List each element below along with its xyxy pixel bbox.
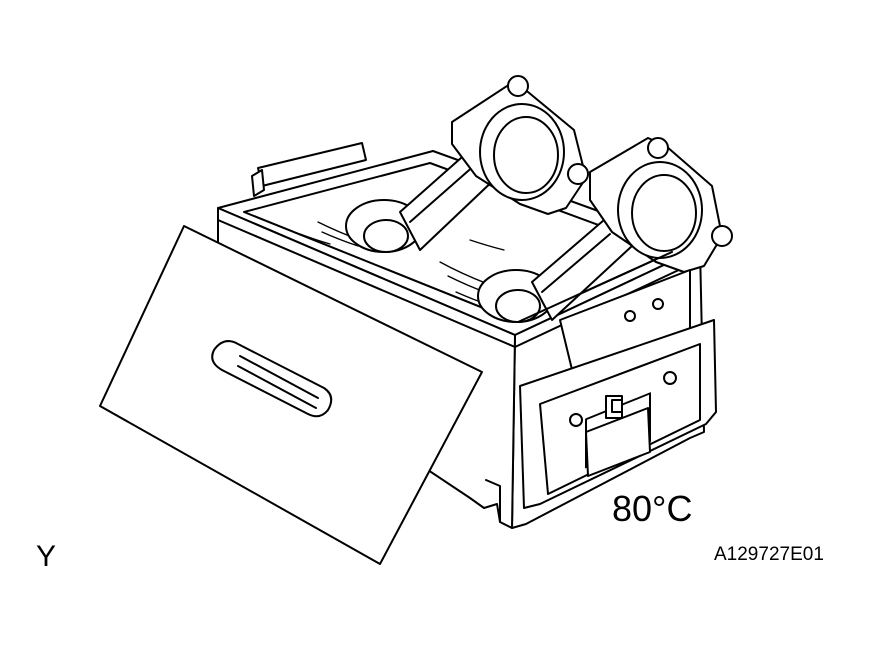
view-marker-label: Y (36, 540, 57, 573)
connecting-rod-left (345, 75, 589, 253)
figure-code-label: A129727E01 (714, 544, 824, 565)
tank-front-rim (517, 251, 673, 323)
tank-rear-handle (251, 142, 367, 197)
temperature-label: 80°C (612, 488, 693, 529)
water-ripples (299, 221, 505, 307)
tank-lid (99, 225, 483, 565)
control-panel (519, 269, 717, 509)
